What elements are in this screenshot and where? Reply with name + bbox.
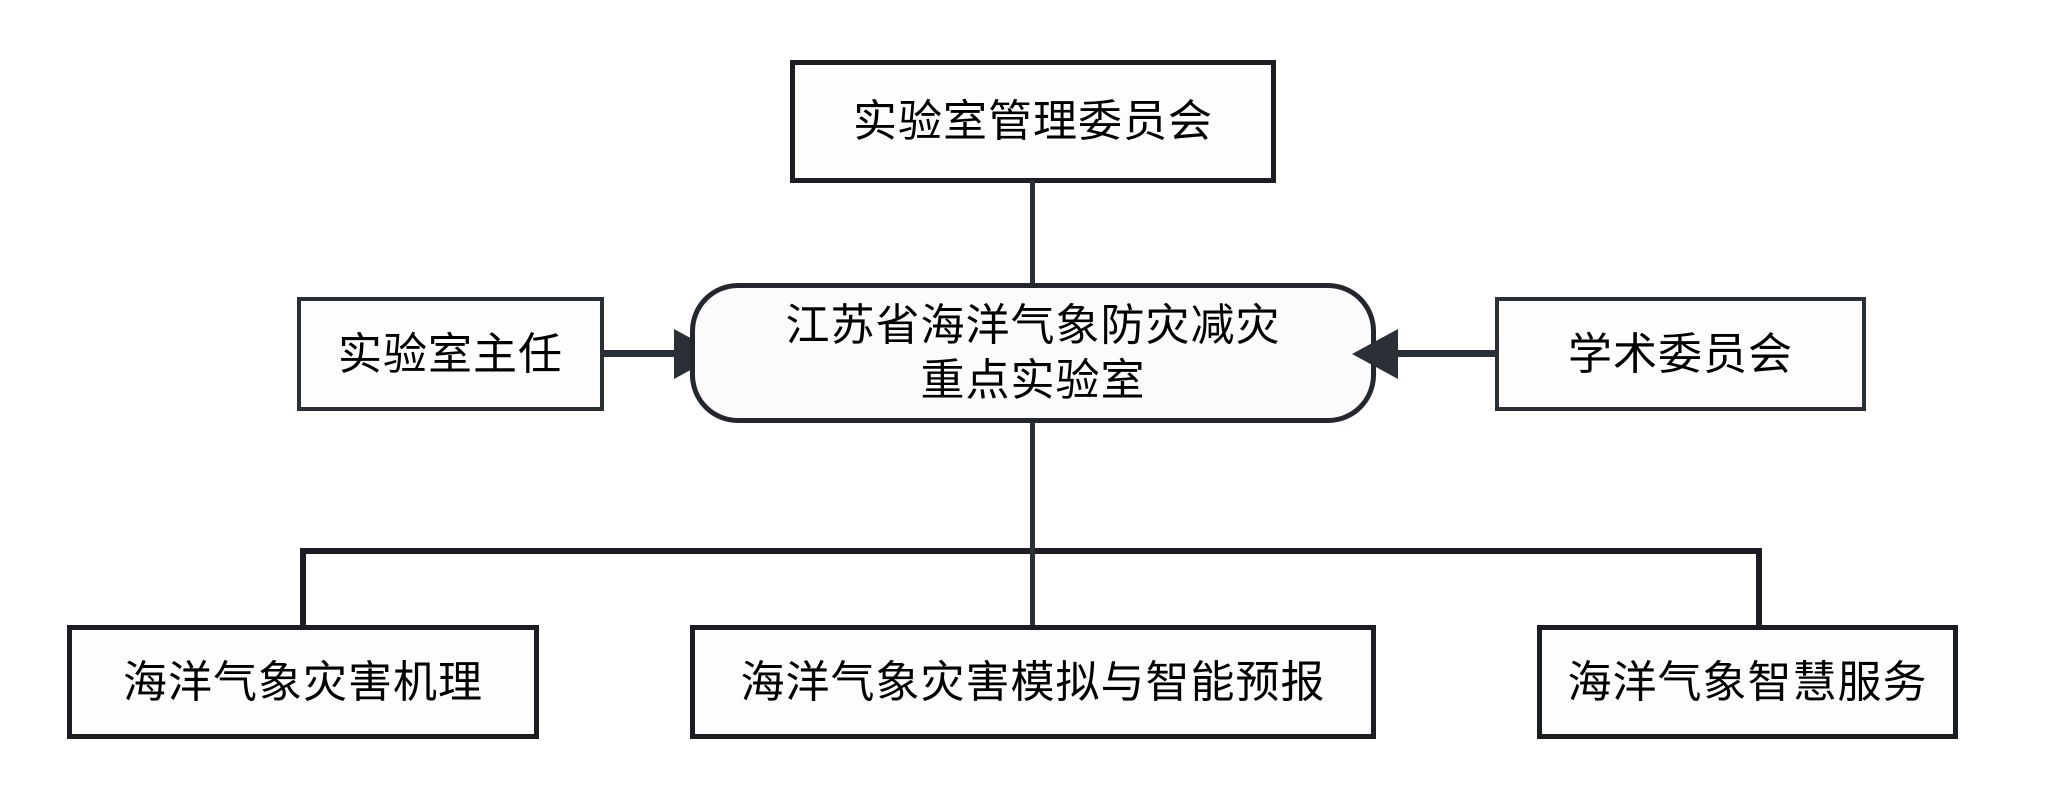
node-label-simulation: 海洋气象灾害模拟与智能预报 xyxy=(740,657,1326,707)
connector-drop-to-simulation xyxy=(1030,548,1035,628)
connector-director-to-lab-shaft xyxy=(603,350,696,357)
node-marine-meteorological-smart-service[interactable]: 海洋气象智慧服务 xyxy=(1537,625,1958,739)
node-label-service: 海洋气象智慧服务 xyxy=(1567,657,1928,707)
node-key-laboratory[interactable]: 江苏省海洋气象防灾减灾 重点实验室 xyxy=(690,283,1376,423)
node-marine-meteorological-disaster-mechanism[interactable]: 海洋气象灾害机理 xyxy=(67,625,539,739)
node-label-academic: 学术委员会 xyxy=(1568,329,1793,379)
connector-committee-to-lab xyxy=(1030,180,1035,286)
node-label-director: 实验室主任 xyxy=(338,329,563,379)
node-label-mechanism: 海洋气象灾害机理 xyxy=(123,657,483,707)
node-label-laboratory: 江苏省海洋气象防灾减灾 重点实验室 xyxy=(785,301,1281,405)
connector-academic-to-lab-shaft xyxy=(1398,350,1497,357)
connector-drop-to-mechanism xyxy=(300,548,306,628)
connector-lab-drop xyxy=(1030,422,1035,552)
node-disaster-simulation-and-intelligent-forecast[interactable]: 海洋气象灾害模拟与智能预报 xyxy=(690,625,1376,739)
node-laboratory-management-committee[interactable]: 实验室管理委员会 xyxy=(790,60,1276,183)
node-laboratory-director[interactable]: 实验室主任 xyxy=(297,297,604,411)
node-academic-committee[interactable]: 学术委员会 xyxy=(1495,297,1866,411)
connector-drop-to-service xyxy=(1756,548,1762,628)
node-label-committee: 实验室管理委员会 xyxy=(853,97,1213,146)
arrowhead-left-icon xyxy=(1352,329,1398,379)
